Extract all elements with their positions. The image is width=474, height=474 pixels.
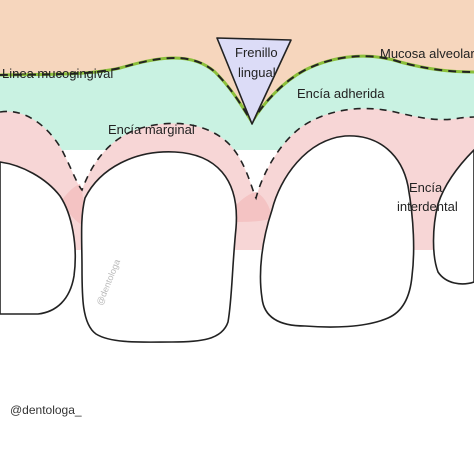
tooth-far-right [432, 148, 474, 285]
tooth-central-left [80, 151, 238, 343]
label-linea-mucogingival: Linea mucogingival [2, 66, 113, 81]
papilla-center [232, 192, 272, 222]
label-encia-interdental-line2: interdental [397, 199, 458, 214]
frenillo-lingual-triangle [216, 37, 292, 125]
label-encia-adherida: Encía adherida [297, 86, 385, 101]
encia-marginal-boundary [0, 107, 474, 201]
label-encia-interdental-line1: Encía [409, 180, 443, 195]
papilla-left [62, 184, 84, 226]
label-encia-marginal: Encía marginal [108, 122, 195, 137]
label-mucosa-alveolar: Mucosa alveolar [380, 46, 474, 61]
label-frenillo-line2: lingual [238, 65, 276, 80]
credit: @dentologa_ [10, 403, 82, 417]
label-frenillo-line1: Frenillo [235, 45, 278, 60]
tooth-central-right [259, 135, 415, 328]
tooth-far-left [0, 161, 77, 315]
